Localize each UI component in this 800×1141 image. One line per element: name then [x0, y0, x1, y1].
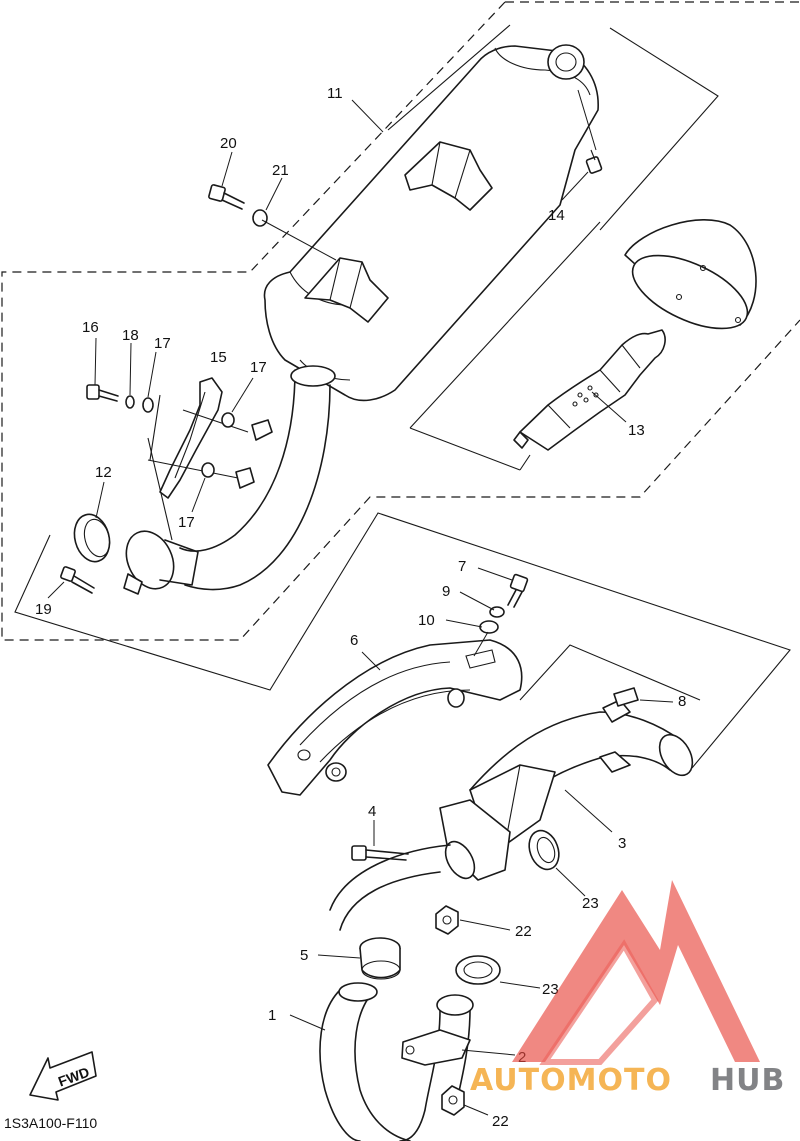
callout-21: 21 [272, 162, 289, 179]
washer-18 [125, 395, 135, 409]
callout-19: 19 [35, 601, 52, 618]
nut-22a [435, 905, 459, 935]
callout-22a: 22 [515, 923, 532, 940]
muffler-body [263, 44, 599, 402]
callout-17a: 17 [154, 335, 171, 352]
callout-5: 5 [300, 947, 308, 964]
protector-6 [267, 639, 523, 796]
screw-14 [585, 149, 603, 174]
callout-12: 12 [95, 464, 112, 481]
washer-21 [252, 209, 268, 227]
bolt-7 [507, 573, 529, 608]
callout-18: 18 [122, 327, 139, 344]
callout-10: 10 [418, 612, 435, 629]
gasket-sleeve-5 [359, 937, 401, 980]
automotohub-watermark: AUTOMOTO HUB [470, 880, 785, 1098]
heat-shield-15 [147, 377, 249, 499]
callout-7: 7 [458, 558, 466, 575]
fwd-arrow-icon: FWD [29, 1051, 97, 1101]
gasket-23a [528, 829, 560, 871]
muffler-body-frame [387, 24, 719, 231]
callout-6: 6 [350, 632, 358, 649]
gasket-12 [73, 513, 111, 563]
watermark-auto-moto: AUTOMOTO [470, 1063, 672, 1098]
callout-23a: 23 [582, 895, 599, 912]
gasket-23b [455, 955, 501, 985]
callout-9: 9 [442, 583, 450, 600]
callout-13: 13 [628, 422, 645, 439]
pipe-subframe [519, 644, 701, 701]
callout-1: 1 [268, 1007, 276, 1024]
mid-pipe [179, 365, 336, 591]
front-pipe-3 [329, 699, 694, 931]
muffler-group-outline [1, 1, 800, 641]
callout-15: 15 [210, 349, 227, 366]
spark-arrester-13 [513, 329, 666, 451]
figure-code: 1S3A100-F110 [4, 1115, 97, 1131]
washer-17c [142, 397, 154, 413]
watermark-hub: HUB [710, 1063, 785, 1098]
callout-16: 16 [82, 319, 99, 336]
nut-22b [441, 1085, 465, 1116]
callout-14: 14 [548, 207, 565, 224]
callout-8: 8 [678, 693, 686, 710]
pipe-clamp [123, 530, 199, 595]
callout-11: 11 [327, 85, 343, 102]
end-cap [624, 219, 757, 330]
joint-subframe [14, 437, 791, 769]
tail-cap-frame [409, 221, 601, 471]
callout-4: 4 [368, 803, 376, 820]
washer-17a [221, 412, 235, 428]
callout-20: 20 [220, 135, 237, 152]
washer-17b [201, 462, 215, 478]
bolt-19 [60, 566, 95, 594]
callout-17b: 17 [250, 359, 267, 376]
washer-10 [479, 620, 499, 634]
callout-22b: 22 [492, 1113, 509, 1130]
callout-3: 3 [618, 835, 626, 852]
bolt-4 [351, 845, 409, 861]
bolt-20 [208, 184, 245, 210]
callout-17c: 17 [178, 514, 195, 531]
header-pipe-1 [319, 982, 474, 1141]
clip-8 [613, 687, 639, 707]
callout-23b: 23 [542, 981, 559, 998]
bolt-16 [86, 384, 119, 402]
